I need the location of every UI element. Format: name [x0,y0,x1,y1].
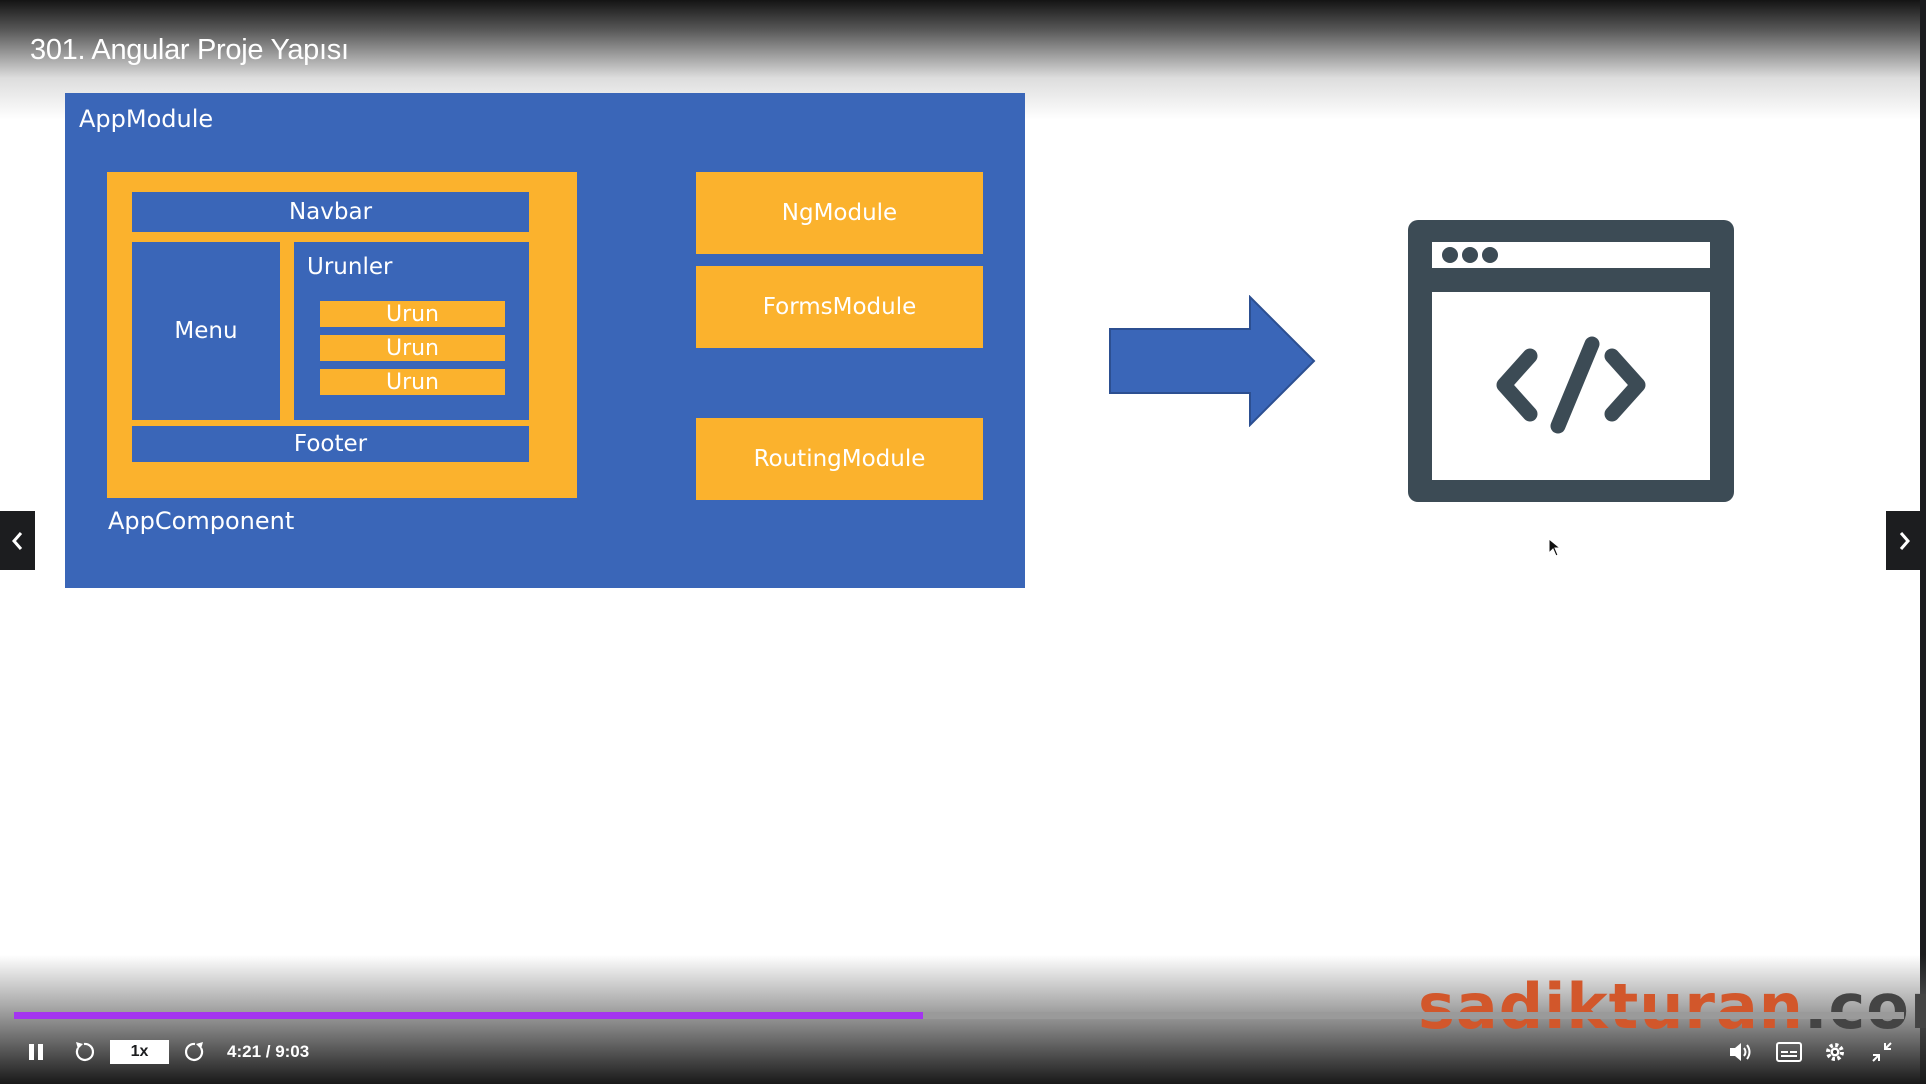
urun-item: Urun [320,369,505,395]
chevron-right-icon [1899,531,1910,550]
forward-button[interactable] [181,1038,209,1066]
app-module-label: AppModule [79,105,214,133]
urun-item: Urun [320,335,505,361]
forward-icon [184,1042,204,1061]
lecture-title: 301. Angular Proje Yapısı [30,34,349,66]
menu-box: Menu [132,242,280,420]
progress-fill [14,1012,924,1019]
rewind-icon [75,1042,95,1061]
urun-item: Urun [320,301,505,327]
scrollbar-edge [1920,0,1926,1084]
browser-code-icon [1408,220,1734,502]
footer-box: Footer [132,426,529,462]
volume-button[interactable] [1726,1039,1756,1065]
urunler-box: Urunler Urun Urun Urun [294,242,529,420]
time-display: 4:21 / 9:03 [227,1042,310,1061]
ngmodule-box: NgModule [696,172,983,254]
fullscreen-exit-icon [1872,1042,1892,1062]
app-component-box: Navbar Menu Urunler Urun Urun Urun Foote… [107,172,577,498]
settings-icon [1826,1043,1844,1061]
captions-button[interactable] [1774,1040,1804,1064]
progress-bar[interactable] [14,1012,1904,1019]
volume-icon [1730,1043,1751,1061]
chevron-left-icon [11,531,22,550]
fullscreen-button[interactable] [1868,1038,1896,1066]
routingmodule-box: RoutingModule [696,418,983,500]
playback-speed-button[interactable]: 1x [110,1040,169,1064]
watermark: sadikturan.com [1418,970,1926,1043]
right-arrow-icon [1109,295,1316,427]
pause-button[interactable] [22,1039,50,1065]
mouse-cursor-icon [1548,538,1562,557]
next-lecture-button[interactable] [1886,511,1921,570]
urunler-label: Urunler [307,254,393,280]
app-component-label: AppComponent [108,507,295,535]
player-control-bar [0,955,1926,1084]
navbar-box: Navbar [132,192,529,232]
captions-icon [1776,1042,1802,1062]
previous-lecture-button[interactable] [0,511,35,570]
settings-button[interactable] [1820,1037,1850,1067]
rewind-button[interactable] [70,1038,98,1066]
formsmodule-box: FormsModule [696,266,983,348]
pause-icon [29,1044,43,1060]
app-module-diagram: AppModule Navbar Menu Urunler Urun Urun … [65,93,1025,588]
